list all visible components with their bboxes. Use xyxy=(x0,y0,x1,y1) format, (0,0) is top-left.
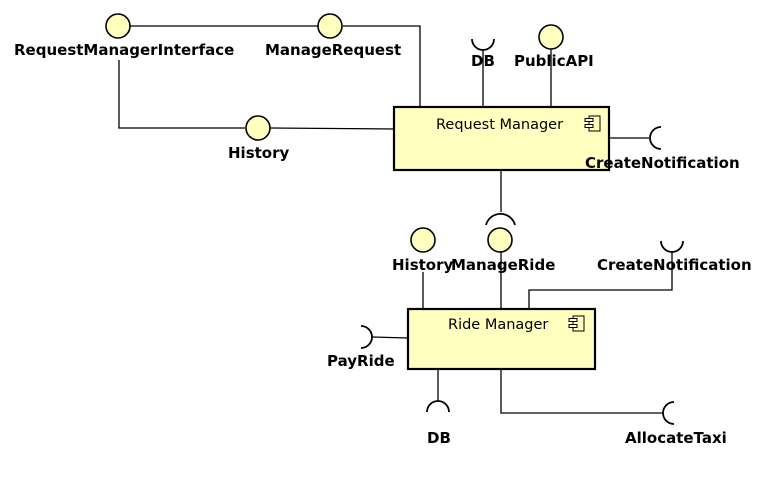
connector-allocatetaxi xyxy=(500,370,663,414)
interface-labels: RequestManagerInterface ManageRequest Hi… xyxy=(14,41,752,447)
request-manager-interface-lollipop[interactable] xyxy=(105,13,131,39)
connector-rmi-history xyxy=(118,60,245,129)
request-manager-component[interactable]: Request Manager xyxy=(392,105,611,172)
connector-history-requestmanager xyxy=(269,127,396,130)
db-label-bottom: DB xyxy=(427,429,451,447)
allocate-taxi-label: AllocateTaxi xyxy=(625,429,727,447)
create-notification-socket-ride[interactable] xyxy=(660,240,684,253)
history-lollipop-ride[interactable] xyxy=(410,227,436,253)
manage-request-lollipop[interactable] xyxy=(317,13,343,39)
connector-managerequest-requestmanager xyxy=(343,25,421,107)
create-notification-socket-top[interactable] xyxy=(649,126,662,150)
request-manager-box[interactable] xyxy=(392,105,611,172)
db-socket-bottom[interactable] xyxy=(426,400,450,413)
manage-ride-lollipop[interactable] xyxy=(487,227,513,253)
public-api-label: PublicAPI xyxy=(514,52,594,70)
db-label-top: DB xyxy=(471,52,495,70)
required-interfaces xyxy=(360,38,684,425)
request-manager-label: Request Manager xyxy=(436,117,563,133)
allocate-taxi-socket[interactable] xyxy=(662,401,675,425)
create-notification-label-ride: CreateNotification xyxy=(597,256,752,274)
manage-ride-socket[interactable] xyxy=(485,213,516,226)
connectors xyxy=(118,25,673,414)
pay-ride-label: PayRide xyxy=(327,352,395,370)
ride-manager-component[interactable]: Ride Manager xyxy=(406,307,597,371)
request-manager-interface-label: RequestManagerInterface xyxy=(14,41,234,59)
manage-ride-label: ManageRide xyxy=(451,256,555,274)
connector-createnotification-ride xyxy=(528,251,673,309)
manage-request-label: ManageRequest xyxy=(265,41,401,59)
component-icon xyxy=(584,115,601,132)
ride-manager-box[interactable] xyxy=(406,307,597,371)
public-api-lollipop[interactable] xyxy=(538,24,564,50)
history-lollipop-top[interactable] xyxy=(245,115,271,141)
ride-manager-label: Ride Manager xyxy=(448,317,548,333)
connector-payride xyxy=(371,336,409,339)
db-socket-top[interactable] xyxy=(471,38,495,51)
history-label-ride: History xyxy=(392,256,453,274)
component-icon xyxy=(568,315,585,332)
history-label-top: History xyxy=(228,144,289,162)
provided-interfaces xyxy=(105,13,564,253)
pay-ride-socket[interactable] xyxy=(360,325,373,349)
create-notification-label-top: CreateNotification xyxy=(585,154,740,172)
